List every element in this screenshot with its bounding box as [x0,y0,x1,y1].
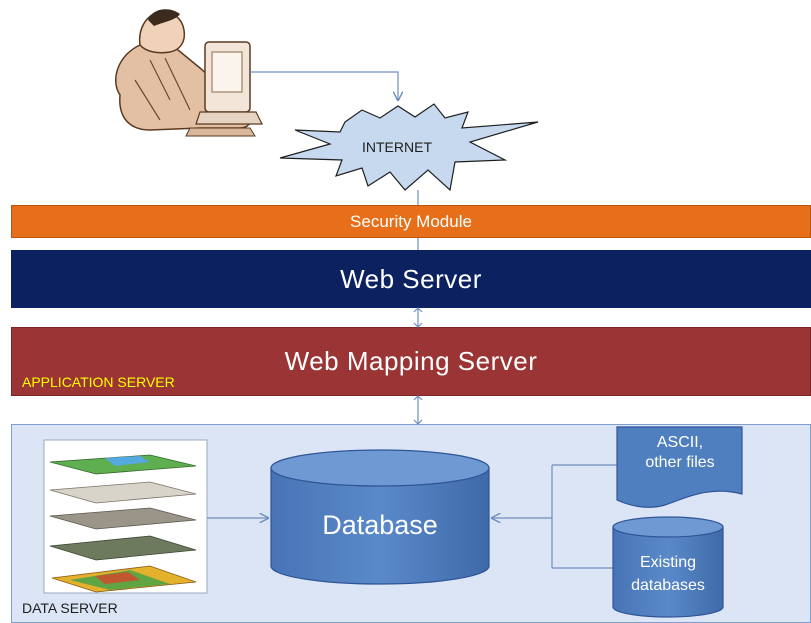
existing-databases-label-line1: Existing [640,554,696,571]
ascii-files-label-line2: other files [645,454,714,471]
database-cylinder-icon [270,449,490,585]
gis-layers-image [43,439,208,594]
user-to-internet-connector [250,71,398,100]
existing-databases-icon [612,516,724,618]
web-server-band: Web Server [11,250,811,308]
internet-cloud-shape [279,103,539,192]
user-at-computer-icon [115,9,263,137]
ascii-document-icon [616,426,743,508]
application-server-label: APPLICATION SERVER [22,374,175,390]
layer-connectors [413,190,423,425]
sources-to-database-connector [492,464,617,569]
ascii-files-label-line1: ASCII, [657,434,703,451]
security-module-label: Security Module [350,212,472,231]
security-module-band: Security Module [11,205,811,238]
data-server-label: DATA SERVER [22,600,118,616]
web-mapping-server-label: Web Mapping Server [284,346,538,376]
existing-databases-label-line2: databases [631,577,705,594]
web-server-label: Web Server [340,264,482,294]
database-label: Database [322,510,438,540]
web-mapping-server-band: Web Mapping Server APPLICATION SERVER [11,327,811,396]
internet-label: INTERNET [362,139,432,155]
